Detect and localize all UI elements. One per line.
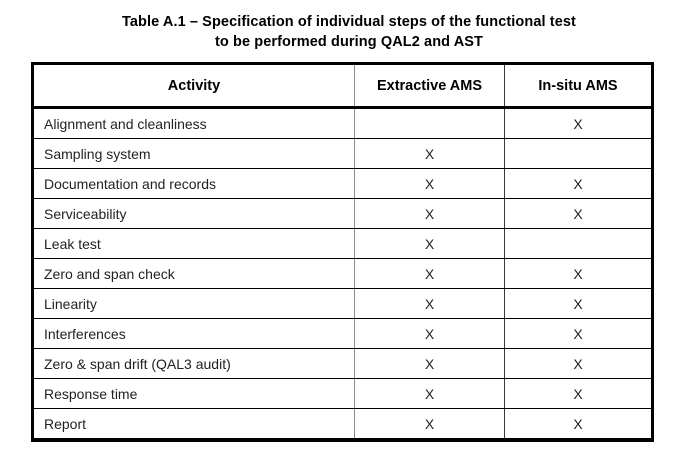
table-row: Sampling system X xyxy=(32,138,653,169)
x-mark: X xyxy=(573,265,583,282)
table-row: Serviceability X X xyxy=(32,198,653,229)
cell-activity: Zero & span drift (QAL3 audit) xyxy=(32,348,355,379)
x-mark: X xyxy=(424,265,435,282)
table-row: Linearity X X xyxy=(32,288,653,319)
cell-in-situ-ams: X xyxy=(504,198,653,229)
table-header-row: Activity Extractive AMS In-situ AMS xyxy=(32,63,653,109)
table-caption: Table A.1 – Specification of individual … xyxy=(0,12,698,52)
table-row: Zero and span check X X xyxy=(32,258,653,289)
specification-table: Activity Extractive AMS In-situ AMS Alig… xyxy=(31,62,654,442)
column-header-activity: Activity xyxy=(32,63,355,109)
x-mark: X xyxy=(573,325,583,342)
cell-in-situ-ams: X xyxy=(504,378,653,409)
x-mark: X xyxy=(573,415,583,432)
cell-in-situ-ams: X xyxy=(504,168,653,199)
x-mark: X xyxy=(573,115,583,132)
cell-activity: Sampling system xyxy=(32,138,355,169)
x-mark: X xyxy=(573,295,583,312)
cell-activity: Report xyxy=(32,408,355,440)
cell-extractive-ams: X xyxy=(354,138,505,169)
cell-in-situ-ams: X xyxy=(504,107,653,139)
cell-in-situ-ams: X xyxy=(505,409,653,441)
cell-in-situ-ams xyxy=(504,228,653,259)
table-row: Response time X X xyxy=(32,378,653,409)
cell-in-situ-ams: X xyxy=(504,258,653,289)
cell-activity: Leak test xyxy=(32,228,355,259)
cell-extractive-ams: X xyxy=(354,288,505,319)
table-row: Zero & span drift (QAL3 audit) X X xyxy=(32,348,653,379)
table-row: Interferences X X xyxy=(32,318,653,349)
x-mark: X xyxy=(424,175,435,192)
cell-activity: Response time xyxy=(32,378,355,409)
x-mark: X xyxy=(424,145,435,162)
cell-extractive-ams: X xyxy=(354,318,505,349)
cell-activity: Linearity xyxy=(32,288,355,319)
cell-extractive-ams: X xyxy=(354,408,505,440)
x-mark: X xyxy=(573,175,583,192)
x-mark: X xyxy=(424,385,435,402)
column-header-extractive-ams: Extractive AMS xyxy=(354,63,505,109)
x-mark: X xyxy=(573,385,583,402)
cell-in-situ-ams xyxy=(504,138,653,169)
x-mark: X xyxy=(573,355,583,372)
x-mark: X xyxy=(573,205,583,222)
cell-activity: Zero and span check xyxy=(32,258,355,289)
table-header: Activity Extractive AMS In-situ AMS xyxy=(32,63,653,109)
x-mark: X xyxy=(424,235,435,252)
table-row: Leak test X xyxy=(32,228,653,259)
cell-extractive-ams: X xyxy=(354,228,505,259)
cell-extractive-ams xyxy=(354,107,505,139)
x-mark: X xyxy=(424,415,435,432)
x-mark: X xyxy=(424,205,435,222)
cell-extractive-ams: X xyxy=(354,378,505,409)
table-row: Alignment and cleanliness X xyxy=(32,107,653,139)
specification-table-container: Activity Extractive AMS In-situ AMS Alig… xyxy=(31,62,654,442)
table-row: Report X X xyxy=(32,408,653,441)
table-caption-line-2: to be performed during QAL2 and AST xyxy=(215,34,483,50)
column-header-in-situ-ams: In-situ AMS xyxy=(504,63,653,109)
cell-in-situ-ams: X xyxy=(504,318,653,349)
cell-extractive-ams: X xyxy=(354,198,505,229)
cell-activity: Documentation and records xyxy=(32,168,355,199)
cell-activity: Serviceability xyxy=(32,198,355,229)
cell-in-situ-ams: X xyxy=(504,288,653,319)
x-mark: X xyxy=(424,325,435,342)
x-mark: X xyxy=(424,355,435,372)
cell-activity: Alignment and cleanliness xyxy=(32,107,355,139)
table-row: Documentation and records X X xyxy=(32,168,653,199)
cell-in-situ-ams: X xyxy=(504,348,653,379)
cell-activity: Interferences xyxy=(32,318,355,349)
cell-extractive-ams: X xyxy=(354,348,505,379)
cell-extractive-ams: X xyxy=(354,258,505,289)
table-caption-line-1: Table A.1 – Specification of individual … xyxy=(122,14,576,30)
cell-extractive-ams: X xyxy=(354,168,505,199)
x-mark: X xyxy=(424,295,435,312)
